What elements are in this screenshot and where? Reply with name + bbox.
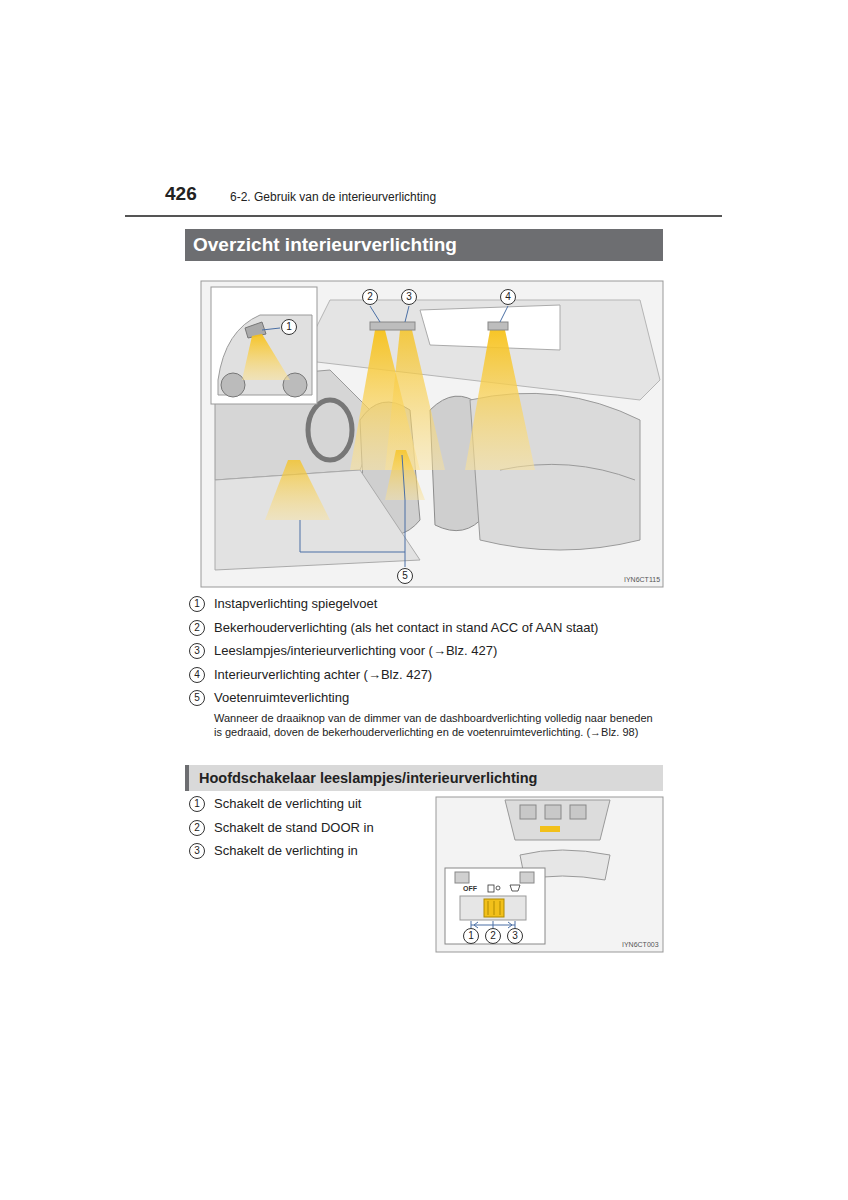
list-number: 5: [189, 690, 205, 706]
figure-code: IYN6CT003: [622, 941, 659, 948]
callout-number: 1: [463, 928, 479, 944]
note-text: Wanneer de draaiknop van de dimmer van d…: [214, 711, 660, 739]
list-number: 3: [189, 643, 205, 659]
switch-label: OFF: [463, 885, 477, 892]
list-text: Schakelt de stand DOOR in: [214, 820, 374, 836]
list-text: Leeslampjes/interieurverlichting voor (→…: [214, 643, 497, 659]
list-number: 2: [189, 820, 205, 836]
list-text: Instapverlichting spiegelvoet: [214, 596, 377, 612]
section-heading: Hoofdschakelaar leeslampjes/interieurver…: [199, 770, 537, 786]
callout-number: 4: [500, 289, 516, 305]
header-rule: [125, 215, 722, 217]
switch-illustration: [436, 797, 663, 952]
page-number: 426: [165, 183, 197, 205]
callout-number: 2: [485, 928, 501, 944]
list-number: 3: [189, 843, 205, 859]
list-text: Voetenruimteverlichting: [214, 690, 349, 706]
callout-number: 5: [397, 568, 413, 584]
list-number: 1: [189, 596, 205, 612]
list-text: Schakelt de verlichting uit: [214, 796, 361, 812]
figure-code: IYN6CT115: [624, 576, 660, 583]
list-text: Interieurverlichting achter (→Blz. 427): [214, 667, 432, 683]
running-header: 6-2. Gebruik van de interieurverlichting: [230, 190, 436, 204]
callout-number: 1: [281, 319, 297, 335]
list-number: 4: [189, 667, 205, 683]
title-band: Overzicht interieurverlichting: [185, 229, 663, 261]
callout-number: 2: [362, 289, 378, 305]
section-band: Hoofdschakelaar leeslampjes/interieurver…: [185, 765, 663, 791]
interior-illustration: [201, 281, 663, 587]
callout-number: 3: [401, 289, 417, 305]
list-number: 1: [189, 796, 205, 812]
list-text: Bekerhouderverlichting (als het contact …: [214, 620, 598, 636]
list-number: 2: [189, 620, 205, 636]
callout-number: 3: [507, 928, 523, 944]
list-text: Schakelt de verlichting in: [214, 843, 358, 859]
